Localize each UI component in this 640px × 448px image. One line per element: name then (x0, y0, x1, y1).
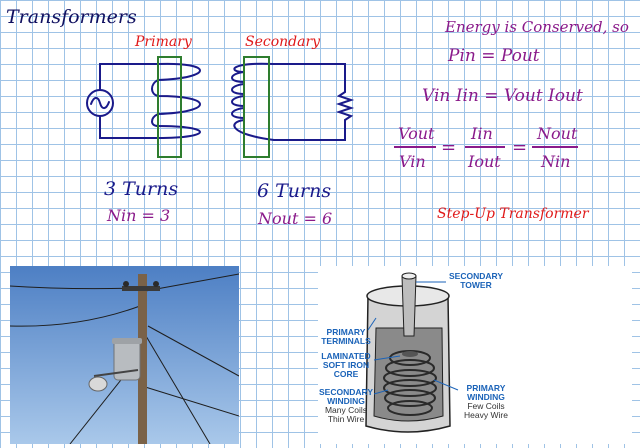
transformer-cutaway-diagram: SECONDARY TOWER PRIMARY TERMINALS LAMINA… (318, 266, 632, 444)
power-equation: Pin = Pout (448, 46, 540, 66)
vi-equation: Vin Iin = Vout Iout (422, 86, 583, 106)
page-title: Transformers (6, 6, 137, 28)
fraction-iin: Iin (471, 124, 493, 143)
secondary-winding-callout: SECONDARY WINDING Many Coils Thin Wire (318, 388, 374, 424)
energy-conserved-text: Energy is Conserved, so (445, 18, 629, 36)
secondary-winding-sub: Many Coils Thin Wire (324, 405, 368, 424)
load-resistor (335, 91, 355, 121)
primary-core (157, 56, 182, 158)
n-in-label: Nin = 3 (107, 206, 171, 225)
secondary-wire-bottom (273, 119, 346, 141)
primary-wire (99, 63, 159, 91)
laminated-core-label: LAMINATED SOFT IRON CORE (321, 351, 371, 379)
secondary-coil (231, 62, 275, 141)
fraction-line-2 (465, 146, 505, 148)
fraction-nin: Nin (541, 152, 571, 171)
secondary-core (243, 56, 270, 158)
utility-pole-photo (10, 266, 239, 444)
equals-sign-2: = (512, 137, 528, 158)
fraction-line-3 (532, 146, 578, 148)
primary-winding-callout: PRIMARY WINDING Few Coils Heavy Wire (456, 384, 516, 420)
step-up-label: Step-Up Transformer (437, 206, 589, 222)
laminated-core-callout: LAMINATED SOFT IRON CORE (318, 352, 374, 379)
fraction-line-1 (394, 146, 436, 148)
primary-wire-bottom (99, 115, 159, 139)
primary-label: Primary (135, 34, 192, 50)
n-out-label: Nout = 6 (258, 209, 333, 228)
primary-coil (151, 62, 201, 139)
fraction-vout: Vout (398, 124, 435, 143)
fraction-iout: Iout (468, 152, 501, 171)
secondary-tower-callout: SECONDARY TOWER (446, 272, 506, 290)
secondary-wire (273, 63, 346, 93)
equals-sign-1: = (441, 137, 457, 158)
primary-turns: 3 Turns (104, 178, 179, 200)
primary-winding-sub: Few Coils Heavy Wire (464, 401, 508, 420)
primary-terminals-callout: PRIMARY TERMINALS (320, 328, 372, 346)
secondary-label: Secondary (245, 34, 321, 50)
secondary-turns: 6 Turns (257, 180, 332, 202)
fraction-vin: Vin (399, 152, 426, 171)
secondary-winding-label: SECONDARY WINDING (319, 387, 373, 406)
primary-winding-label: PRIMARY WINDING (466, 383, 506, 402)
fraction-nout: Nout (537, 124, 578, 143)
ac-source-icon (86, 89, 114, 117)
primary-terminals-label: PRIMARY TERMINALS (321, 327, 371, 346)
secondary-tower-label: SECONDARY TOWER (449, 271, 503, 290)
